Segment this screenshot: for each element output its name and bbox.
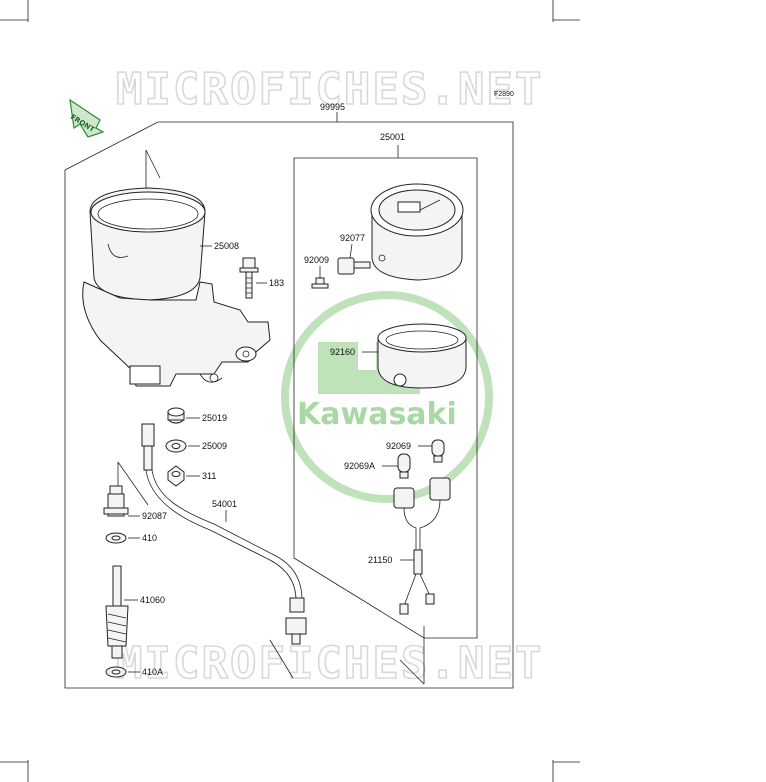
wiring-harness (393, 477, 451, 615)
callout-21150: 21150 (368, 555, 392, 565)
callout-311: 311 (202, 471, 216, 481)
speedometer-gear (105, 565, 129, 659)
figure-code: F2890 (494, 91, 514, 98)
callout-410: 410 (142, 533, 157, 543)
meter-gauge (370, 183, 464, 281)
screw (311, 277, 329, 289)
meter-housing-cup (89, 187, 206, 301)
speedometer-cable (141, 423, 307, 645)
callout-25001: 25001 (380, 132, 405, 142)
watermark-bottom: MICROFICHES.NET (116, 638, 543, 689)
callout-410a: 410A (142, 667, 163, 677)
callout-41060: 41060 (140, 595, 165, 605)
meter-subframe (293, 157, 478, 639)
callout-25009: 25009 (202, 441, 227, 451)
front-arrow-icon: FRONT (69, 98, 105, 138)
drive-bushing (103, 485, 129, 517)
callout-92160: 92160 (330, 347, 355, 357)
callout-25008: 25008 (214, 241, 239, 251)
callout-92087: 92087 (142, 511, 167, 521)
o-ring-upper (105, 532, 127, 544)
kawasaki-logo-watermark: Kawasaki (281, 291, 493, 503)
o-ring-lower (105, 666, 127, 678)
trip-knob (337, 257, 371, 275)
bezel-ring (377, 323, 467, 389)
bulb (431, 439, 445, 463)
callout-54001: 54001 (212, 499, 237, 509)
assembly-frame (64, 121, 514, 689)
callout-99995: 99995 (320, 102, 345, 112)
watermark-top: MICROFICHES.NET (116, 64, 543, 115)
callout-92069: 92069 (386, 441, 411, 451)
bolt (239, 257, 259, 299)
callout-25019: 25019 (202, 413, 227, 423)
mounting-bracket (82, 281, 271, 387)
crop-marks (0, 0, 580, 782)
callout-183: 183 (269, 278, 284, 288)
callout-92069a: 92069A (344, 461, 375, 471)
grommet (167, 407, 185, 424)
bulb-a (397, 453, 411, 479)
washer (165, 439, 187, 453)
callout-92009: 92009 (304, 255, 329, 265)
nut (167, 465, 185, 487)
callout-92077: 92077 (340, 233, 365, 243)
brand-text: Kawasaki (297, 397, 457, 432)
